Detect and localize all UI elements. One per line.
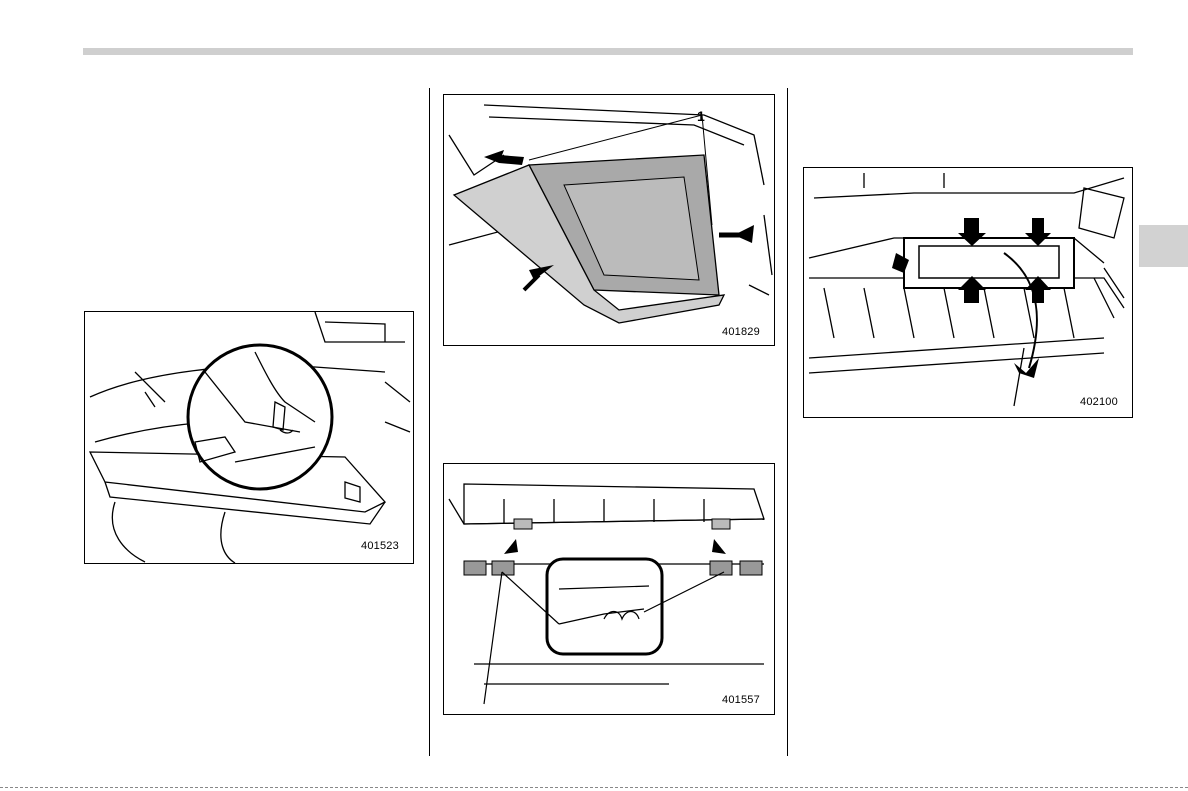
figure-code: 402100 xyxy=(1080,397,1118,408)
column-divider-left xyxy=(429,88,430,756)
figure-hinge-clips: 401557 xyxy=(443,463,775,715)
figure-filter-cover: 402100 xyxy=(803,167,1133,418)
figure-code: 401829 xyxy=(722,327,760,338)
figure-code: 401523 xyxy=(361,541,399,552)
chapter-tab xyxy=(1139,225,1188,267)
illustration-glovebox-damper xyxy=(85,312,413,563)
illustration-glovebox-stoppers xyxy=(444,95,774,345)
figure-code: 401557 xyxy=(722,695,760,706)
figure-glovebox-stoppers: 1 401829 xyxy=(443,94,775,346)
illustration-hinge-clips xyxy=(444,464,774,714)
header-rule xyxy=(83,48,1133,55)
callout-number: 1 xyxy=(697,109,705,123)
column-divider-right xyxy=(787,88,788,756)
page-bottom-rule xyxy=(0,787,1188,788)
figure-glovebox-damper: 401523 xyxy=(84,311,414,564)
illustration-filter-cover xyxy=(804,168,1132,417)
